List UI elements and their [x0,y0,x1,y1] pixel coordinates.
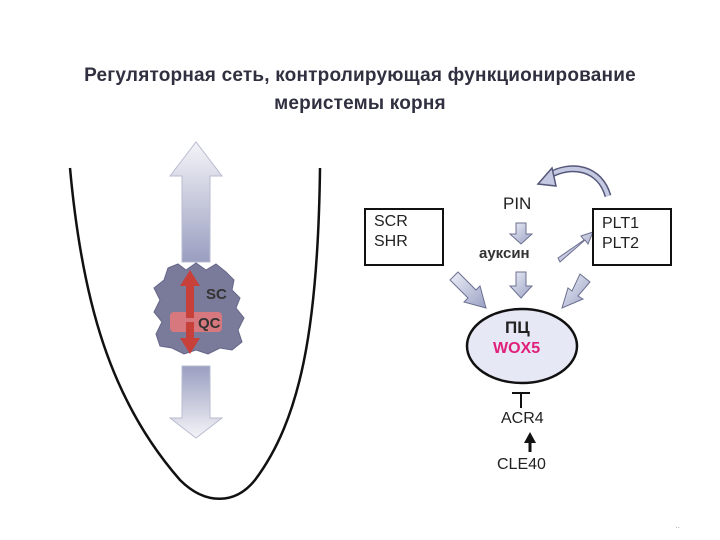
scr-to-center-arrow [450,272,486,308]
pin-to-auxin-arrow [510,223,532,244]
cle40-to-acr4-head [524,432,536,443]
plt-to-center-arrow [562,274,590,308]
pin-label: PIN [503,194,531,214]
plt2-label: PLT2 [602,234,670,254]
acr4-label: ACR4 [501,410,544,428]
downward-arrow [170,366,222,438]
auxin-to-plt-arrow [558,232,593,262]
plt1-label: PLT1 [602,214,670,234]
scr-shr-box: SCR SHR [364,208,444,266]
scr-label: SCR [374,212,442,232]
footer-mark: .. [676,521,680,530]
sc-label: SC [206,286,227,303]
upward-arrow [170,142,222,262]
shr-label: SHR [374,232,442,252]
plt-box: PLT1 PLT2 [592,208,672,266]
cle40-label: CLE40 [497,456,546,474]
cell-cluster [154,263,244,354]
auxin-label: ауксин [479,245,530,262]
auxin-to-center-arrow [510,272,532,298]
center-label: ПЦ [505,318,530,338]
qc-label: QC [198,315,221,332]
wox5-label: WOX5 [493,340,540,358]
